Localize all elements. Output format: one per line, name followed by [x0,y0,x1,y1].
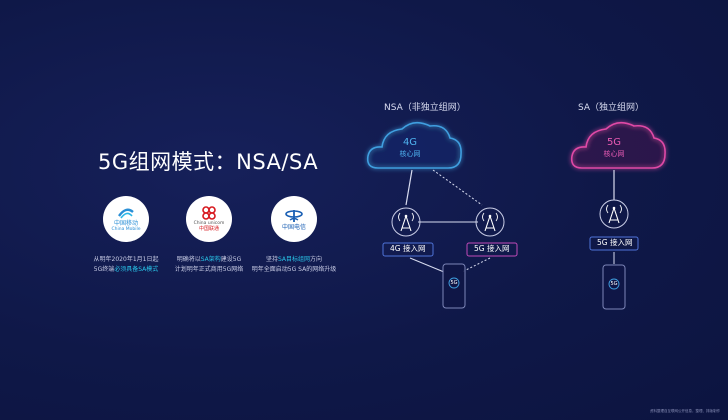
nsa-core-cloud-icon [366,121,462,169]
china-unicom-logo: China unicom 中国联通 [186,196,232,242]
china-unicom-knot-icon [202,206,216,220]
desc-text: 明确将以 [176,256,201,263]
sa-heading: SA（独立组网） [578,103,645,113]
logo-cn-text: 中国电信 [281,223,306,231]
desc-text: 建设5G [220,256,242,263]
sa-phone-5g-label: 5G [610,281,618,287]
china-telecom-mark-icon [285,209,303,222]
nsa-phone-5g-label: 5G [450,280,458,286]
footnote: 资料整理自互联网公开信息，整理、排版制作 [650,409,720,413]
desc-text: 5G终端 [93,266,115,273]
link-5g-to-phone [461,257,491,273]
desc-text: 坚持 [265,256,278,263]
cell-tower-5g-icon [475,207,505,237]
nsa-heading: NSA（非独立组网） [384,103,466,113]
china-telecom-logo: 中国电信 [271,196,317,242]
operator-description-china-telecom: 坚持SA目标组网方向 明年全面启动5G SA的网络升级 [239,255,349,275]
logo-cn-text: 中国联通 [198,226,219,232]
desc-highlight: SA架构 [200,256,221,263]
china-mobile-logo: 中国移动 China Mobile [103,196,149,242]
logo-cn-text: 中国移动 [113,220,138,227]
china-mobile-mark-icon [118,208,134,219]
access-box-4g-border [382,242,434,257]
nsa-core-name: 核心网 [399,150,421,158]
desc-text: 从明年2020年1月1日起 [93,256,159,263]
operator-description-china-unicom: 明确将以SA架构建设5G 计划明年正式商用5G网络 [154,255,264,275]
desc-highlight: SA目标组网 [277,256,311,263]
desc-text: 计划明年正式商用5G网络 [174,266,244,273]
operator-description-china-mobile: 从明年2020年1月1日起 5G终端必须具备SA模式 [71,255,181,275]
logo-en-text: China Mobile [111,227,141,232]
sa-core-label: 5G 核心网 [584,136,644,159]
nsa-smartphone-icon [442,263,466,309]
sa-access-box-5g-border [589,236,639,251]
nsa-core-label: 4G 核心网 [380,136,440,159]
link-core-to-5g-dashed [432,169,483,206]
desc-text: 方向 [310,256,323,263]
sa-core-name: 核心网 [603,150,625,158]
access-box-5g: 5G 接入网 [474,244,510,253]
link-core-to-4g [405,169,413,206]
slide-title: 5G组网模式：NSA/SA [98,150,319,174]
link-4g-to-phone [409,257,445,273]
sa-smartphone-icon [602,264,626,310]
access-box-4g: 4G 接入网 [390,244,426,253]
nsa-core-gen: 4G [402,137,418,148]
sa-access-box-5g: 5G 接入网 [597,238,633,247]
access-box-5g-border [466,242,518,257]
desc-highlight: 必须具备SA模式 [114,266,159,273]
sa-core-gen: 5G [606,137,622,148]
sa-core-cloud-icon [570,121,666,169]
desc-text: 明年全面启动5G SA的网络升级 [251,266,337,273]
sa-cell-tower-5g-icon [599,199,629,229]
cell-tower-4g-icon [391,207,421,237]
logo-en-text: China unicom [193,221,225,226]
